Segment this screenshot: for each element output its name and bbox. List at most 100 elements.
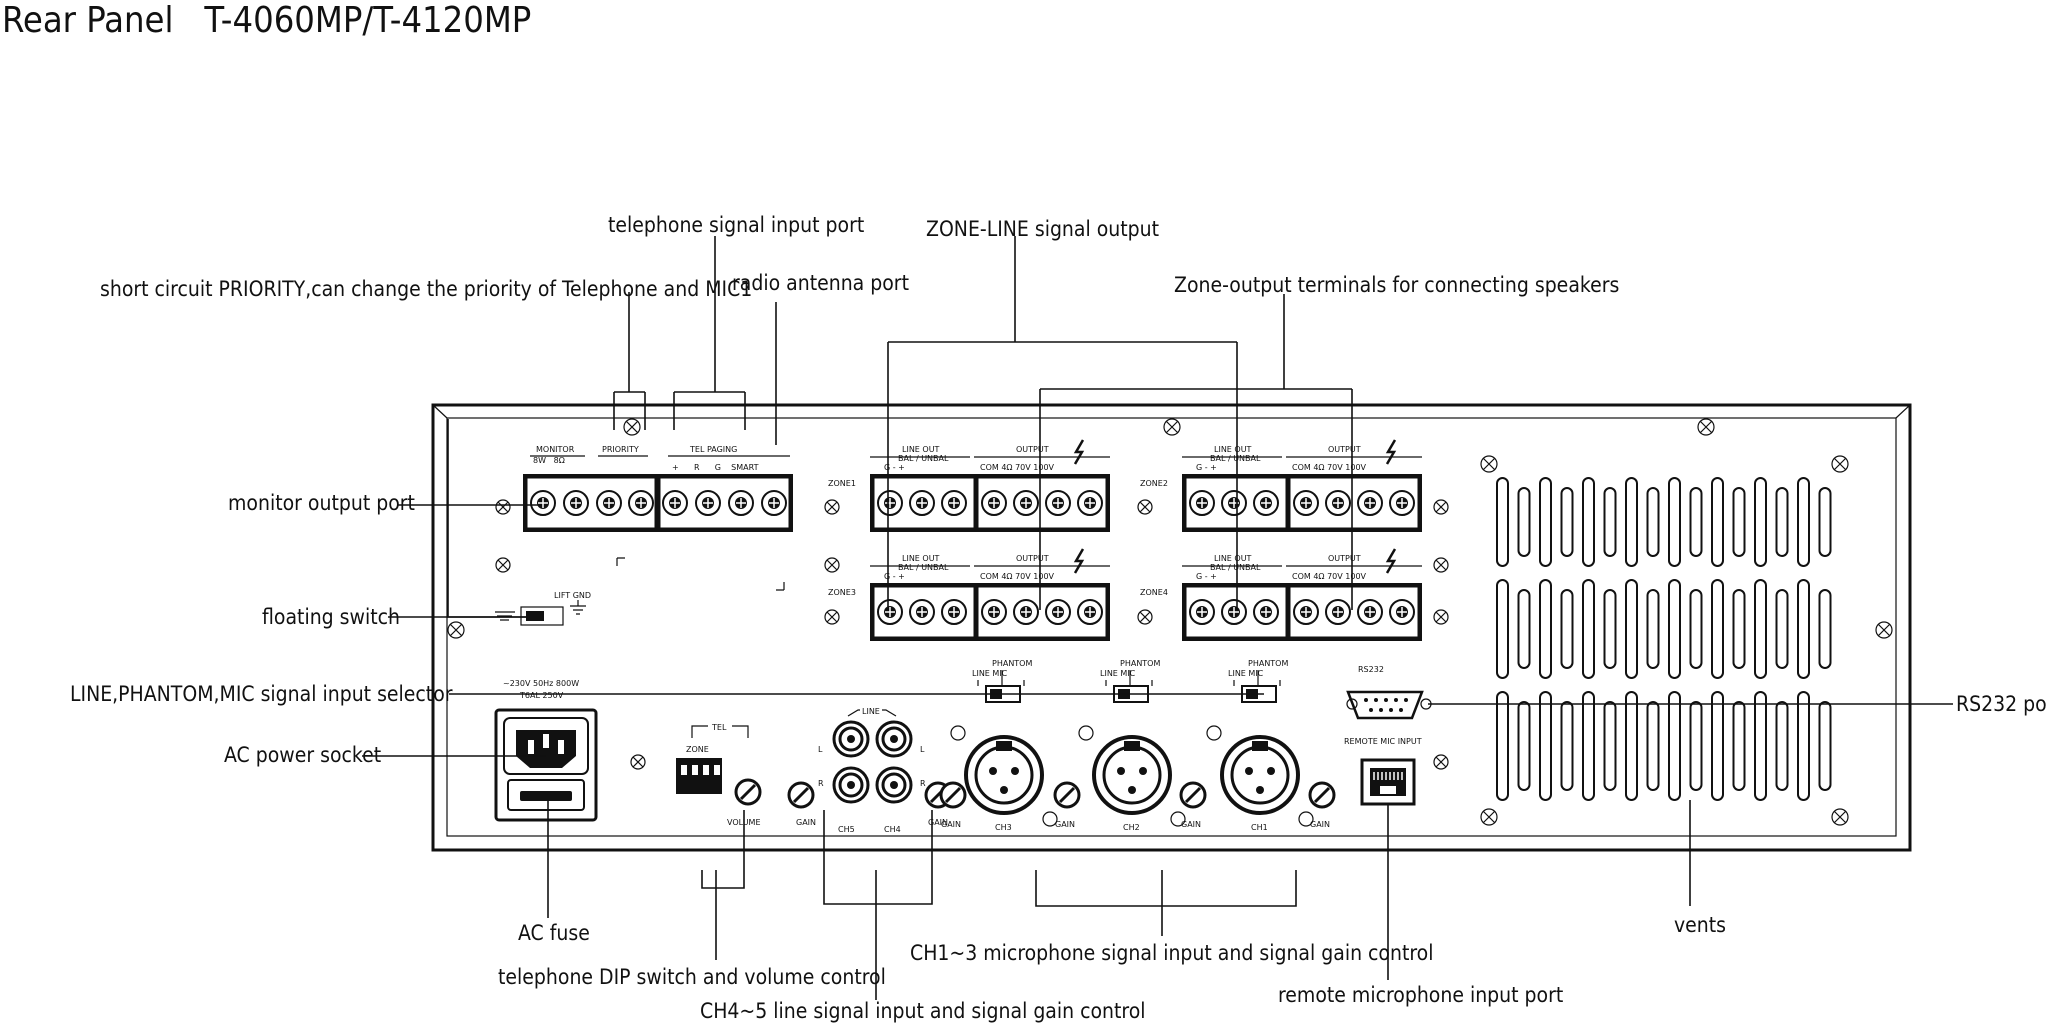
- rca-jack-icon[interactable]: [875, 766, 913, 804]
- zone-label: ZONE4: [1140, 588, 1168, 597]
- line-out-label: LINE OUT: [902, 445, 940, 454]
- screw-terminal-icon[interactable]: [1221, 490, 1247, 516]
- screw-icon: [447, 621, 465, 639]
- screw-terminal-icon[interactable]: [909, 599, 935, 625]
- zone-label: ZONE1: [828, 479, 856, 488]
- high-voltage-icon: [1385, 548, 1397, 574]
- screw-terminal-icon[interactable]: [981, 490, 1007, 516]
- screw-terminal-icon[interactable]: [1221, 599, 1247, 625]
- screw-terminals-row[interactable]: [530, 490, 787, 516]
- screw-terminal-icon[interactable]: [1325, 599, 1351, 625]
- rca-jack-icon[interactable]: [832, 720, 870, 758]
- screw-terminal-icon[interactable]: [628, 490, 654, 516]
- bal-unbal-label: BAL / UNBAL: [898, 454, 949, 463]
- screw-terminal-icon[interactable]: [1045, 490, 1071, 516]
- annotation-zone-output-terminals: Zone-output terminals for connecting spe…: [1174, 273, 1619, 297]
- xlr-input-jack[interactable]: CH3: [950, 725, 1058, 832]
- leader-lines: [362, 236, 1953, 1000]
- line-out-sub-label: G - +: [884, 463, 905, 472]
- screw-terminal-icon[interactable]: [941, 599, 967, 625]
- annotation-floating-switch: floating switch: [262, 605, 400, 629]
- screw-terminal-icon[interactable]: [761, 490, 787, 516]
- screw-terminal-icon[interactable]: [909, 490, 935, 516]
- line-input-ch4-ch5[interactable]: LINE L L R R CH5 CH4 GAIN GAIN: [796, 707, 948, 834]
- annotation-telephone-dip-switch: telephone DIP switch and volume control: [498, 965, 886, 989]
- screw-icon: [1137, 609, 1153, 625]
- screw-terminal-icon[interactable]: [1293, 599, 1319, 625]
- screw-icon: [824, 609, 840, 625]
- tel-sub-label: + R G SMART: [672, 463, 759, 472]
- screw-terminal-icon[interactable]: [1357, 599, 1383, 625]
- line-out-label: LINE OUT: [902, 554, 940, 563]
- rca-jack-icon[interactable]: [832, 766, 870, 804]
- screw-terminal-icon[interactable]: [1189, 599, 1215, 625]
- screw-icon: [495, 557, 511, 573]
- xlr-input-jack[interactable]: CH2: [1078, 725, 1186, 832]
- screw-terminal-icon[interactable]: [1045, 599, 1071, 625]
- screw-terminal-icon[interactable]: [728, 490, 754, 516]
- screw-terminal-icon[interactable]: [877, 599, 903, 625]
- gain-knob-icon[interactable]: [787, 781, 815, 809]
- screw-terminal-icon[interactable]: [1253, 599, 1279, 625]
- screw-terminal-icon[interactable]: [981, 599, 1007, 625]
- rca-jack-icon[interactable]: [875, 720, 913, 758]
- output-label: OUTPUT: [1328, 554, 1361, 563]
- screw-terminal-icon[interactable]: [1389, 599, 1415, 625]
- screw-terminal-icon[interactable]: [596, 490, 622, 516]
- channel-label: CH2: [1123, 823, 1140, 832]
- screw-terminal-icon[interactable]: [1077, 490, 1103, 516]
- annotation-mic-input-gain: CH1~3 microphone signal input and signal…: [910, 941, 1433, 965]
- screw-terminal-icon[interactable]: [877, 490, 903, 516]
- ac-fuse-holder[interactable]: [507, 779, 585, 811]
- screw-icon: [623, 418, 641, 436]
- screw-terminal-icon[interactable]: [1293, 490, 1319, 516]
- screw-terminal-icon[interactable]: [662, 490, 688, 516]
- screw-icon: [1480, 808, 1498, 826]
- annotation-telephone-signal-input-port: telephone signal input port: [608, 213, 864, 237]
- r-label: R: [818, 779, 824, 788]
- line-mic-label: LINE MIC: [972, 669, 1008, 678]
- screw-terminal-icon[interactable]: [530, 490, 556, 516]
- rca-jacks[interactable]: [787, 720, 952, 809]
- rs232-connector[interactable]: RS232: [1346, 665, 1432, 720]
- annotation-signal-input-selector: LINE,PHANTOM,MIC signal input selector: [70, 682, 453, 706]
- screw-terminal-icon[interactable]: [1013, 490, 1039, 516]
- floating-switch[interactable]: LIFT GND: [495, 591, 591, 626]
- line-mic-label: LINE MIC: [1228, 669, 1264, 678]
- line-out-label: LINE OUT: [1214, 554, 1252, 563]
- screw-icon: [1875, 621, 1893, 639]
- line-mic-label: LINE MIC: [1100, 669, 1136, 678]
- screw-terminal-icon[interactable]: [563, 490, 589, 516]
- gain-knob-icon[interactable]: [1053, 781, 1081, 809]
- gain-knob-icon[interactable]: [1179, 781, 1207, 809]
- screw-icon: [1433, 754, 1449, 770]
- screw-terminal-icon[interactable]: [1077, 599, 1103, 625]
- xlr-input-jack[interactable]: CH1: [1206, 725, 1314, 832]
- annotation-monitor-output-port: monitor output port: [228, 491, 415, 515]
- gain-label: GAIN: [796, 818, 816, 827]
- annotation-zone-line-signal-output: ZONE-LINE signal output: [926, 217, 1159, 241]
- screw-terminal-icon[interactable]: [1189, 490, 1215, 516]
- screw-terminal-icon[interactable]: [1389, 490, 1415, 516]
- tel-label: TEL: [711, 723, 727, 732]
- screw-terminal-icon[interactable]: [695, 490, 721, 516]
- screw-terminal-icon[interactable]: [1253, 490, 1279, 516]
- r-label-2: R: [920, 779, 926, 788]
- remote-mic-input-label: REMOTE MIC INPUT: [1344, 737, 1422, 746]
- screw-terminal-icon[interactable]: [941, 490, 967, 516]
- gain-knob-icon[interactable]: [1308, 781, 1336, 809]
- screw-terminal-icon[interactable]: [1325, 490, 1351, 516]
- tel-dip-switch[interactable]: TEL ZONE: [676, 723, 749, 794]
- gain-knob-icon[interactable]: [939, 781, 967, 809]
- screw-icon: [630, 754, 646, 770]
- screw-terminal-icon[interactable]: [1013, 599, 1039, 625]
- ch4-label: CH4: [884, 825, 901, 834]
- screw-terminal-icon[interactable]: [1357, 490, 1383, 516]
- line-out-sub-label: G - +: [884, 572, 905, 581]
